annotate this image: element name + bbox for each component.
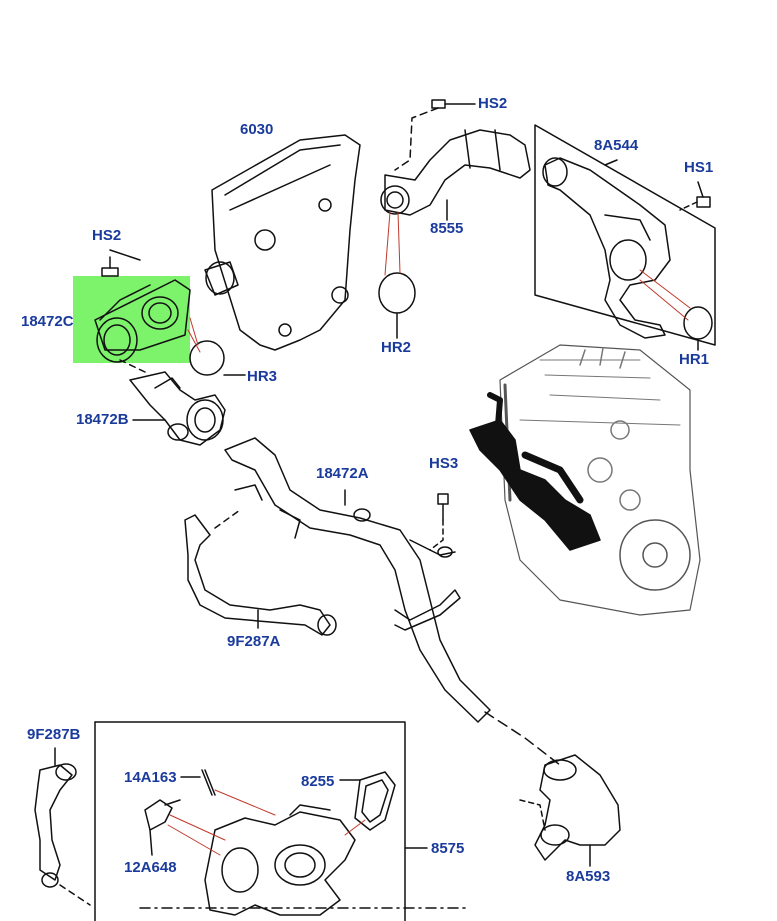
part-18472b-housing	[129, 371, 226, 446]
label-14a163: 14A163	[124, 769, 177, 786]
label-hs2-top: HS2	[478, 95, 508, 112]
label-hs3: HS3	[429, 455, 459, 472]
label-8575: 8575	[431, 840, 465, 857]
label-hr1: HR1	[679, 351, 710, 368]
part-8a544-hose	[542, 157, 671, 339]
label-12a648: 12A648	[124, 859, 177, 876]
label-18472a: 18472A	[316, 465, 369, 482]
part-12a648-sensor	[144, 799, 181, 856]
bolt-hs3	[429, 493, 453, 558]
label-6030: 6030	[240, 121, 274, 138]
label-9f287b: 9F287B	[27, 726, 81, 743]
part-14a163-clip	[180, 769, 216, 796]
engine-illustration	[469, 344, 701, 616]
bolt-hs1	[679, 181, 711, 211]
oring-hr2	[378, 272, 416, 314]
label-8a593: 8A593	[566, 868, 611, 885]
label-18472b: 18472B	[76, 411, 129, 428]
bolt-hs2-top	[394, 99, 476, 171]
box-8575	[94, 721, 406, 921]
part-8255-gasket	[339, 771, 396, 831]
label-8a544: 8A544	[594, 137, 639, 154]
oring-hr3	[189, 340, 225, 376]
label-hs2-left: HS2	[92, 227, 122, 244]
label-8255: 8255	[301, 773, 335, 790]
part-18472a-pipe	[224, 437, 561, 766]
highlight-18472c	[73, 276, 190, 363]
bolt-hs2-left	[101, 249, 141, 277]
part-8555-hose	[380, 129, 531, 221]
part-6030-bracket	[204, 134, 361, 351]
box-8a544	[534, 124, 716, 346]
label-9f287a: 9F287A	[227, 633, 281, 650]
part-9f287b-hose	[34, 747, 91, 906]
part-8a593-hose	[519, 754, 621, 867]
label-18472c: 18472C	[21, 313, 74, 330]
label-hs1: HS1	[684, 159, 714, 176]
label-hr2: HR2	[381, 339, 412, 356]
label-hr3: HR3	[247, 368, 278, 385]
part-9f287a-hose	[184, 509, 337, 636]
part-18472c-housing	[94, 279, 191, 363]
part-8575-housing	[204, 804, 356, 916]
oring-hr1	[683, 306, 713, 340]
label-8555: 8555	[430, 220, 464, 237]
